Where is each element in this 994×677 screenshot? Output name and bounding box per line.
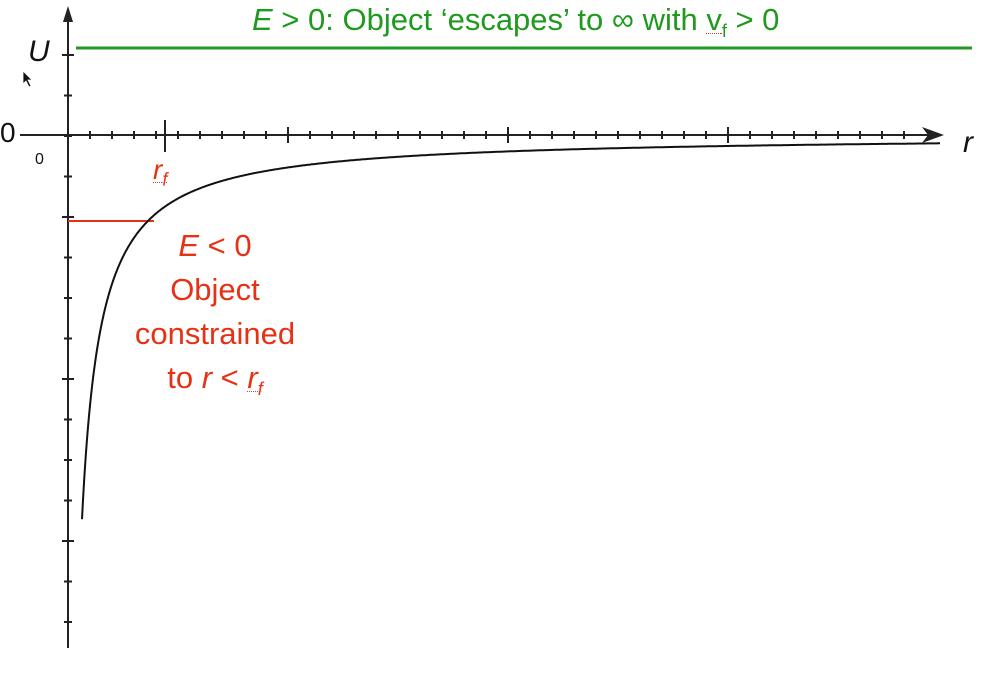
- bound-to: to: [167, 360, 202, 395]
- y-zero-label: 0: [0, 117, 16, 148]
- rf-tick-label: rf: [153, 156, 167, 189]
- mouse-pointer-icon: [22, 70, 33, 88]
- infinity-symbol: ∞: [611, 2, 634, 37]
- vf-symbol: v: [706, 2, 722, 37]
- escape-label-E: E: [252, 2, 273, 37]
- rf-subscript: f: [162, 169, 168, 190]
- x-axis-label: r: [963, 126, 973, 159]
- bound-line-3: constrained: [134, 316, 296, 351]
- bound-state-label: E < 0 Object constrained to r < rf: [110, 224, 320, 411]
- escape-label-with: with: [633, 2, 707, 37]
- y-axis-label: U: [28, 35, 50, 68]
- bound-line-1: E < 0: [110, 224, 320, 268]
- escape-label: E > 0: Object ‘escapes’ to ∞ with vf > 0: [252, 4, 779, 40]
- bound-line-2: Object: [170, 272, 260, 307]
- bound-E: E: [178, 228, 200, 263]
- escape-label-tail: > 0: [726, 2, 780, 37]
- bound-rf-symbol: r: [247, 360, 258, 395]
- escape-label-vf: vf: [706, 2, 727, 40]
- x-zero-label: 0: [35, 151, 44, 168]
- bound-rf: rf: [247, 360, 262, 399]
- potential-energy-curve: [81, 142, 940, 520]
- y-axis-arrowhead: [63, 6, 73, 22]
- bound-r: r: [201, 360, 213, 395]
- rf-symbol: r: [153, 154, 163, 185]
- bound-rf-subscript: f: [257, 379, 263, 400]
- escape-label-text: > 0: Object ‘escapes’ to: [272, 2, 612, 37]
- bound-line-4: to r < rf: [110, 356, 320, 411]
- vf-subscript: f: [721, 21, 727, 42]
- bound-E-condition: < 0: [199, 228, 252, 263]
- bound-less-than: <: [212, 360, 248, 395]
- x-axis-arrowhead: [922, 127, 944, 143]
